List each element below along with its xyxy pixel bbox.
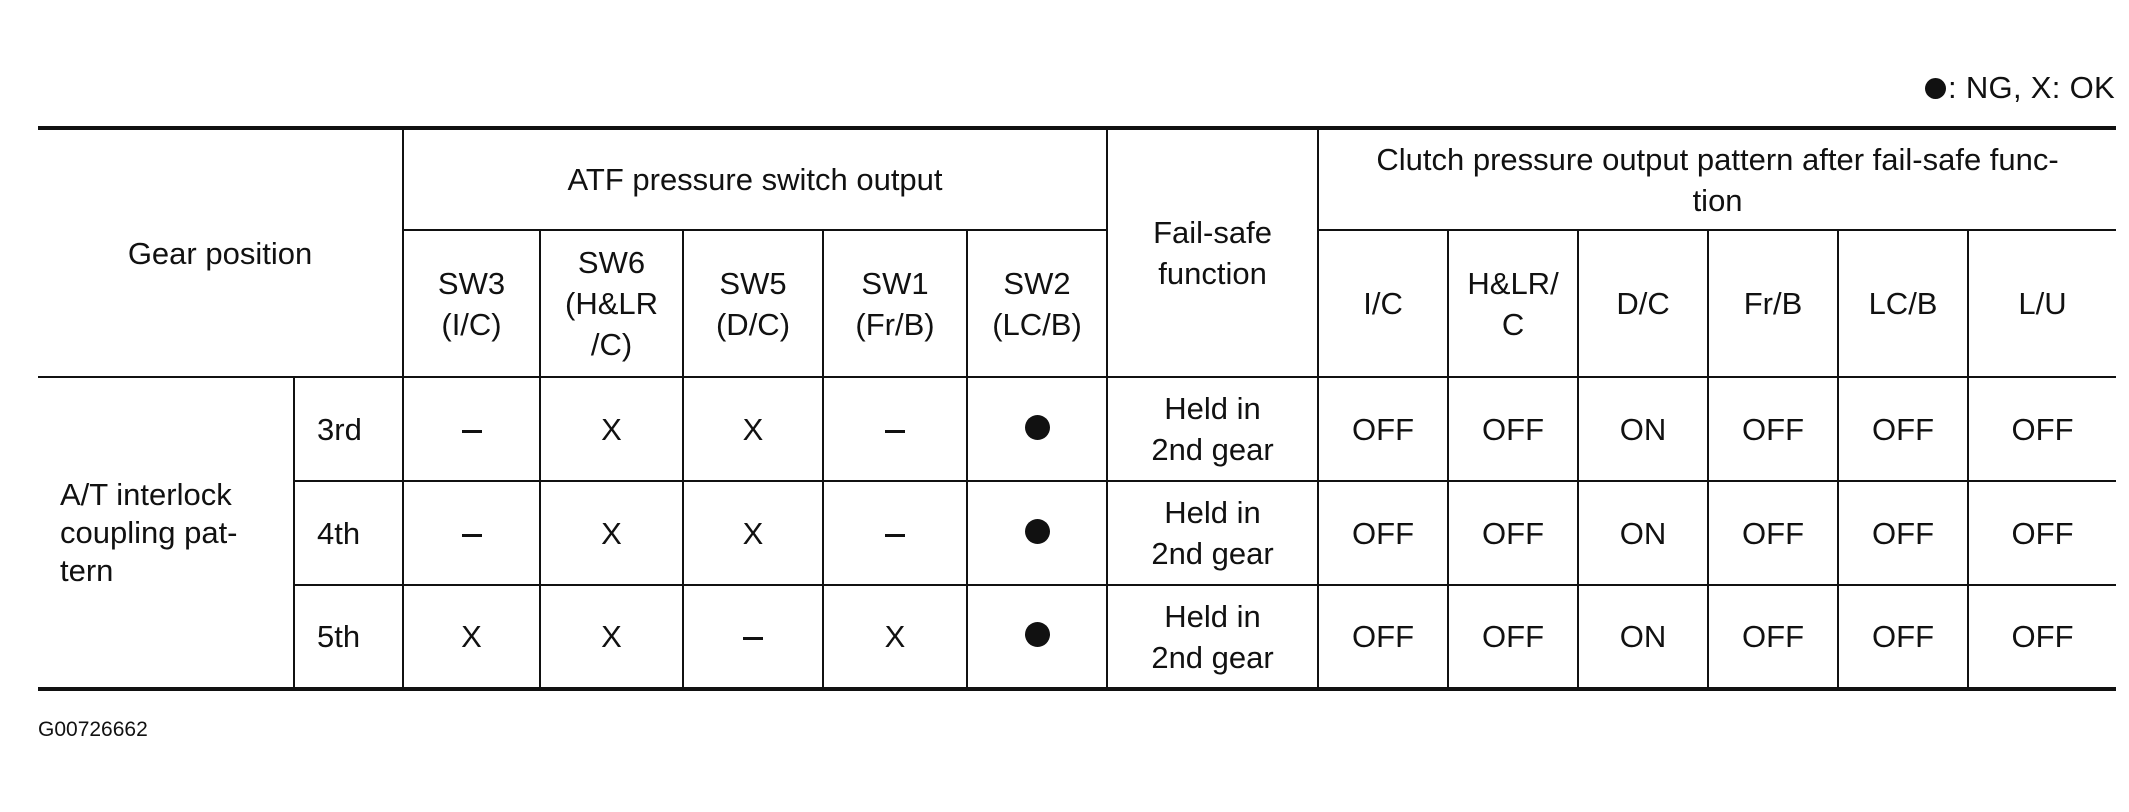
gear-cell: 5th (294, 585, 405, 689)
header-row-1: Gear position ATF pressure switch output… (38, 128, 2117, 378)
switch-cell: X (403, 585, 542, 689)
ng-dot-icon (1024, 414, 1050, 440)
clutch-cell: OFF (1318, 481, 1450, 586)
clutch-header: L/U (1968, 230, 2117, 378)
switch-cell: X (683, 481, 825, 586)
switch-header: SW3(I/C) (403, 230, 542, 378)
clutch-header: Fr/B (1708, 230, 1840, 378)
switch-cell (967, 481, 1109, 586)
clutch-cell: OFF (1838, 377, 1970, 482)
figure-id: G00726662 (38, 718, 148, 741)
switch-cell (823, 377, 969, 482)
dash-mark (461, 533, 482, 537)
gear-position-header: Gear position (38, 128, 405, 378)
clutch-cell: OFF (1448, 585, 1580, 689)
ng-dot-icon (1024, 518, 1050, 544)
clutch-cell: OFF (2011, 619, 2074, 654)
header-row-2: SW3(I/C) SW6(H&LR/C) SW5(D/C) SW1(Fr/B) … (38, 230, 2117, 378)
switch-header: SW1(Fr/B) (823, 230, 969, 378)
clutch-cell: ON (1578, 585, 1710, 689)
switch-cell (823, 481, 969, 586)
switch-header: SW6(H&LR/C) (540, 230, 685, 378)
dash-mark (885, 429, 906, 433)
clutch-header: H&LR/C (1448, 230, 1580, 378)
clutch-cell: OFF (1318, 585, 1450, 689)
clutch-cell: OFF (1838, 481, 1970, 586)
clutch-header: I/C (1318, 230, 1450, 378)
switch-cell (967, 377, 1109, 482)
switch-header: SW2(LC/B) (967, 230, 1109, 378)
legend: : NG, X: OK (1925, 70, 2115, 106)
clutch-cell: ON (1578, 377, 1710, 482)
clutch-cell: OFF (1318, 377, 1450, 482)
switch-cell (403, 377, 542, 482)
clutch-cell: OFF (1708, 377, 1840, 482)
legend-text: : NG, X: OK (1948, 70, 2115, 105)
clutch-cell: OFF (1708, 585, 1840, 689)
ng-dot-icon (1024, 622, 1050, 647)
clutch-cell: OFF (1968, 481, 2117, 586)
switch-cell: X (823, 585, 969, 689)
clutch-cell: OFF (1838, 585, 1970, 689)
switch-header: SW5(D/C) (683, 230, 825, 378)
switch-cell (967, 585, 1109, 689)
dash-mark (743, 637, 764, 641)
gear-cell: 3rd (294, 377, 405, 482)
gear-cell: 4th (294, 481, 405, 586)
clutch-cell: OFF (1448, 481, 1580, 586)
switch-cell: X (540, 585, 685, 689)
switch-cell: X (683, 377, 825, 482)
interlock-table: Gear position ATF pressure switch output… (38, 126, 2117, 691)
switch-cell (683, 585, 825, 689)
clutch-group-header: Clutch pressure output pattern after fai… (1318, 128, 2117, 231)
switch-cell (403, 481, 542, 586)
switch-cell: X (540, 481, 685, 586)
dash-mark (885, 533, 906, 537)
clutch-header: LC/B (1838, 230, 1970, 378)
clutch-cell: OFF (1968, 377, 2117, 482)
atf-group-header: ATF pressure switch output (403, 128, 1109, 231)
clutch-cell: ON (1578, 481, 1710, 586)
clutch-header: D/C (1578, 230, 1710, 378)
clutch-cell: OFF (1708, 481, 1840, 586)
ng-dot-icon (1925, 78, 1947, 99)
clutch-cell: OFF (1448, 377, 1580, 482)
dash-mark (461, 429, 482, 433)
switch-cell: X (540, 377, 685, 482)
